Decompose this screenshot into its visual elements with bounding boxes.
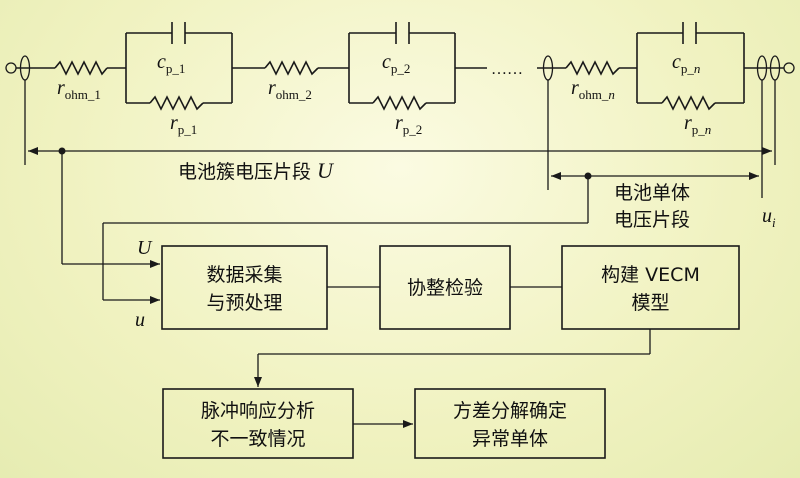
label-rp-n: rp_n: [684, 112, 711, 137]
block-cointegration-test: 协整检验: [379, 245, 511, 330]
label-rp-2: rp_2: [395, 112, 422, 137]
cell-voltage-label-1: 电池单体: [614, 182, 690, 204]
resistor-rohm-1: [54, 60, 108, 76]
resistor-rp-2: [372, 95, 427, 111]
resistor-rohm-2: [264, 60, 319, 76]
ui-label: ui: [762, 205, 776, 230]
U-input-label: U: [137, 237, 153, 259]
cell-voltage-label-2: 电压片段: [614, 209, 690, 231]
right-terminal: [783, 62, 795, 74]
block-impulse-line1: 脉冲响应分析: [201, 400, 315, 422]
block-build-vecm-line1: 构建 VECM: [601, 264, 700, 286]
label-cp-n: cp_n: [672, 51, 700, 76]
block-build-vecm-line2: 模型: [631, 292, 669, 314]
measurement-lines: [24, 80, 776, 304]
block-cointegration-text: 协整检验: [407, 277, 483, 299]
equivalent-circuit: [5, 22, 795, 111]
block-data-collection-line1: 数据采集: [206, 264, 282, 286]
resistor-rp-n: [661, 95, 716, 111]
label-rohm-1: rohm_1: [57, 77, 101, 102]
left-terminal: [5, 62, 17, 74]
block-data-collection: 数据采集 与预处理: [161, 245, 328, 330]
block-impulse-response: 脉冲响应分析 不一致情况: [162, 388, 354, 459]
u-input-label: u: [135, 309, 145, 331]
block-variance-line1: 方差分解确定: [453, 400, 567, 422]
label-rohm-n: rohm_n: [571, 77, 615, 102]
block-impulse-line2: 不一致情况: [210, 428, 305, 450]
block-build-vecm: 构建 VECM 模型: [561, 245, 740, 330]
block-variance-decomposition: 方差分解确定 异常单体: [414, 388, 606, 459]
label-rp-1: rp_1: [170, 112, 197, 137]
resistor-rohm-n: [565, 60, 620, 76]
block-data-collection-line2: 与预处理: [206, 292, 282, 314]
block-variance-line2: 异常单体: [472, 428, 548, 450]
resistor-rp-1: [149, 95, 204, 111]
label-cp-2: cp_2: [382, 51, 410, 76]
label-rohm-2: rohm_2: [268, 77, 312, 102]
series-ellipsis: ……: [491, 61, 523, 78]
label-cp-1: cp_1: [157, 51, 185, 76]
